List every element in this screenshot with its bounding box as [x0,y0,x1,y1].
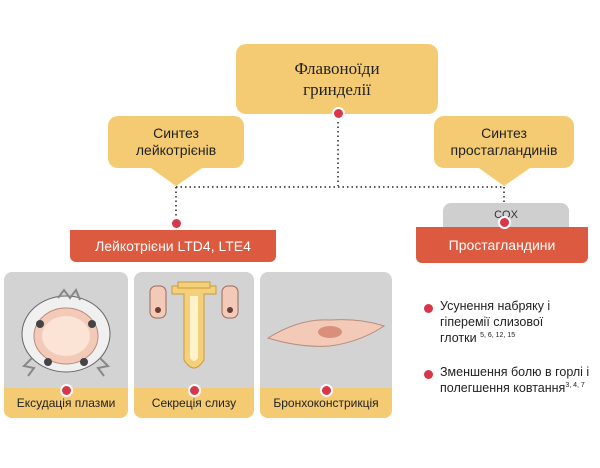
leukotriene-synthesis-box: Синтез лейкотрієнів [108,116,244,168]
effect-bullet-2 [424,370,433,379]
plasma-exudation-label: Ексудація плазми [4,388,128,418]
effect-refs-2: 3, 4, 7 [565,381,585,389]
leukotrienes-dot [170,217,183,230]
prostaglandins-dot [498,216,511,229]
leukotriene-synthesis-line2: лейкотрієнів [135,142,217,158]
flavonoids-dot [332,107,345,120]
bronchoconstriction-label: Бронхоконстрикція [260,388,392,418]
blood-vessel-illustration [21,287,111,377]
flavonoids-title-line2: гринделії [303,80,371,99]
flavonoids-box: Флавоноїди гринделії [236,44,438,114]
mucus-secretion-label: Секреція слизу [134,388,254,418]
effect-bullet-1 [424,304,433,313]
prostaglandins-bar-label: Простагландини [448,237,556,253]
prostaglandin-synthesis-box: Синтез простагландинів [434,116,574,168]
mucus-secretion-dot [188,384,201,397]
effect-text-1: Усунення набряку і гіперемії слизової гл… [440,299,551,345]
flavonoids-title-line1: Флавоноїди [294,59,380,78]
leukotrienes-bar-label: Лейкотрієни LTD4, LTE4 [95,238,251,254]
plasma-exudation-dot [60,384,73,397]
goblet-cell-illustration [149,281,239,369]
prostaglandin-synthesis-line2: простагландинів [450,142,558,158]
mucus-secretion-panel: Секреція слизу [134,272,254,418]
smooth-muscle-cell-illustration [266,319,386,347]
leukotrienes-bar: Лейкотрієни LTD4, LTE4 [70,230,276,262]
effect-text-2: Зменшення болю в горлі і полегшення ковт… [440,365,590,395]
leukotriene-synthesis-line1: Синтез [153,125,199,141]
bronchoconstriction-dot [320,384,333,397]
effect-refs-1: 5, 6, 12, 15 [480,331,516,339]
prostaglandin-synthesis-line1: Синтез [481,125,527,141]
prostaglandins-bar: Простагландини [416,227,588,263]
